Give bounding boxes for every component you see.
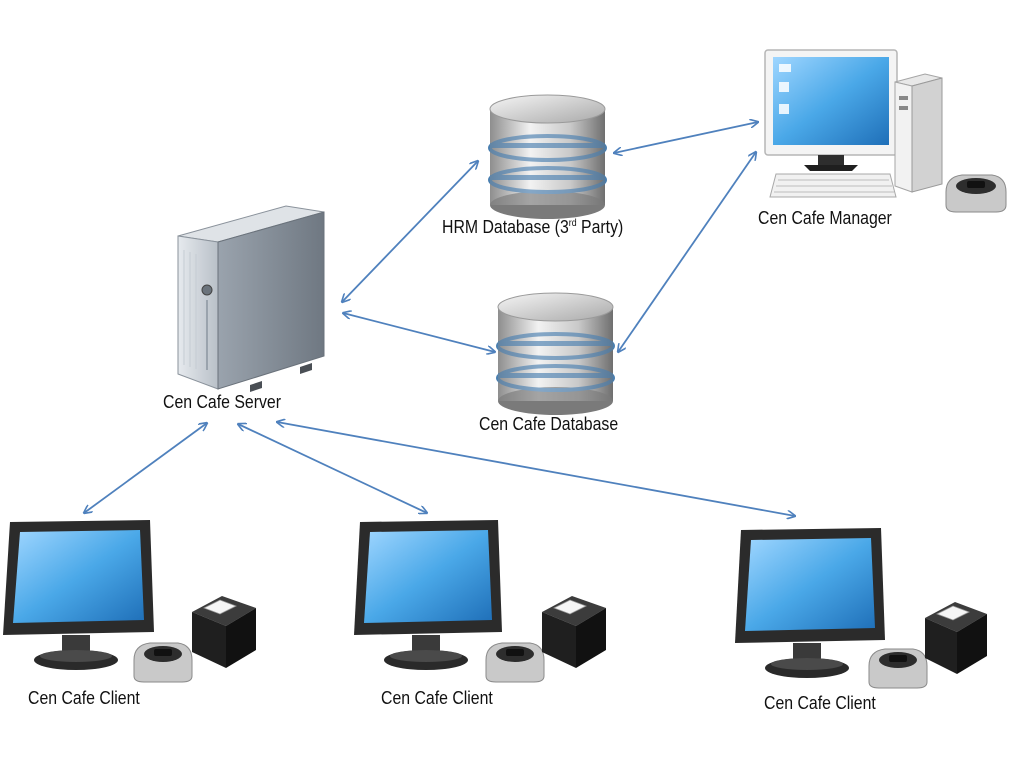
fingerprint-reader-icon xyxy=(868,648,928,689)
monitor-icon xyxy=(3,520,154,670)
receipt-printer-icon xyxy=(925,602,987,674)
hrm-database-label-main: HRM Database (3 xyxy=(442,217,569,237)
arrow-cafe-db-manager xyxy=(618,152,756,352)
server-label: Cen Cafe Server xyxy=(163,392,281,412)
arrow-server-client-3 xyxy=(277,422,795,516)
arrow-server-cafe-db xyxy=(343,313,495,352)
server-tower-icon xyxy=(177,205,325,392)
arrow-server-client-1 xyxy=(84,423,207,513)
database-icon-cafe xyxy=(496,292,615,415)
connection-arrows xyxy=(84,122,795,516)
client-station-1 xyxy=(3,520,256,683)
hrm-database-label-sup: rd xyxy=(568,218,577,229)
arrow-server-hrm-db xyxy=(342,161,478,302)
hrm-database-label: HRM Database (3rd Party) xyxy=(442,217,623,238)
fingerprint-reader-icon xyxy=(945,174,1007,213)
hrm-database-label-end: Party) xyxy=(576,217,624,237)
cafe-database-label: Cen Cafe Database xyxy=(479,414,619,434)
manager-label: Cen Cafe Manager xyxy=(758,208,892,228)
client-3-label: Cen Cafe Client xyxy=(764,693,876,713)
receipt-printer-icon xyxy=(542,596,606,668)
desktop-workstation-icon xyxy=(764,49,1007,213)
receipt-printer-icon xyxy=(192,596,256,668)
client-station-2 xyxy=(354,520,606,683)
arrow-server-client-2 xyxy=(238,424,427,513)
client-1-label: Cen Cafe Client xyxy=(28,688,140,708)
client-station-3 xyxy=(735,528,987,689)
client-2-label: Cen Cafe Client xyxy=(381,688,493,708)
monitor-icon xyxy=(354,520,502,670)
fingerprint-reader-icon xyxy=(133,642,193,683)
database-icon-hrm xyxy=(488,94,607,219)
arrow-hrm-db-manager xyxy=(614,122,758,153)
monitor-icon xyxy=(735,528,885,678)
fingerprint-reader-icon xyxy=(485,642,545,683)
